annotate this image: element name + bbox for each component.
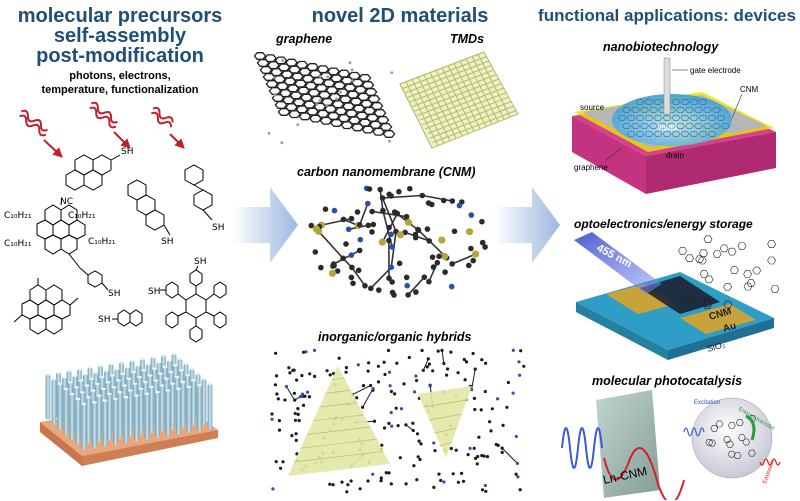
au-label: Au [722, 321, 738, 335]
pah-molecule [13, 278, 79, 335]
photon-arrow-3 [150, 106, 185, 149]
left-title-line2: self-assembly [53, 25, 187, 47]
cnm-molecular-network [308, 185, 488, 298]
photo-heading: molecular photocatalysis [592, 374, 743, 388]
nanobiotech-heading: nanobiotechnology [603, 40, 719, 54]
left-title-line1: molecular precursors [17, 5, 223, 27]
c10-label-2: C₁₀H₂₁ [68, 211, 96, 221]
gate-electrode-label: gate electrode [690, 66, 741, 75]
source-label: source [580, 103, 605, 112]
photon-arrow-1 [19, 109, 63, 158]
nc-label: NC [60, 197, 73, 207]
pyrene-thiol-molecule [65, 154, 121, 191]
opto-heading: optoelectronics/energy storage [574, 217, 753, 231]
cnm-label: carbon nanomembrane (CNM) [297, 165, 476, 179]
emission-label: Emission [762, 460, 776, 485]
graphene-sheet [253, 52, 396, 145]
liquid-label: liquid [658, 123, 677, 132]
c10-label-3: C₁₀H₂₁ [4, 239, 32, 249]
big-arrow-left [232, 187, 298, 263]
sh-label-7: SH [148, 287, 160, 297]
sh-label-2: SH [161, 237, 173, 247]
big-arrow-right [494, 187, 560, 263]
left-sub-line1: photons, electrons, [69, 70, 171, 82]
excitation-label: Excitation [694, 400, 720, 406]
photon-arrow-2 [89, 101, 131, 149]
drain-label: drain [666, 151, 684, 160]
hexaphenylbenzene-molecule [160, 265, 227, 343]
nanobiotech-device: gate electrode CNM source liquid drain g… [572, 57, 776, 194]
hybrids-label: inorganic/organic hybrids [318, 330, 472, 344]
right-title: functional applications: devices [538, 6, 796, 25]
graphene-label: graphene [276, 32, 333, 46]
sh-label-5: SH [98, 315, 110, 325]
middle-title: novel 2D materials [311, 5, 489, 27]
sh-label-6: SH [194, 257, 206, 267]
left-sub-line2: temperature, functionalization [41, 84, 199, 96]
sh-label-3: SH [212, 223, 224, 233]
tmds-label: TMDs [450, 32, 485, 46]
naphthalene-thiol-molecule [112, 309, 143, 327]
sh-label-1: SH [121, 147, 133, 157]
tmd-sheet [399, 51, 519, 149]
sh-label-4: SH [108, 289, 120, 299]
opto-device: 455 nm CNM Au SiO₂ [574, 232, 780, 360]
nano-cnm-label: CNM [740, 85, 759, 94]
left-title-line3: post-modification [36, 45, 204, 67]
biphenyl-thiol-molecule [184, 164, 213, 221]
c10-label-4: C₁₀H₂₁ [88, 237, 116, 247]
precursor-illustration: SH SH SH NC C₁₀H₂₁ C₁₀H₂₁ C₁₀H₂₁ C₁₀H₂₁ … [4, 101, 227, 466]
hbc-molecule [36, 197, 109, 291]
photocatalysis-scheme: Excitation Energy transfer Emission Ln-C… [561, 390, 781, 500]
nano-graphene-label: graphene [574, 163, 608, 172]
anthracene-thiol-molecule [127, 179, 171, 236]
c10-label-1: C₁₀H₂₁ [4, 211, 32, 221]
nanopillars [45, 352, 213, 450]
hybrid-structure [270, 348, 526, 494]
